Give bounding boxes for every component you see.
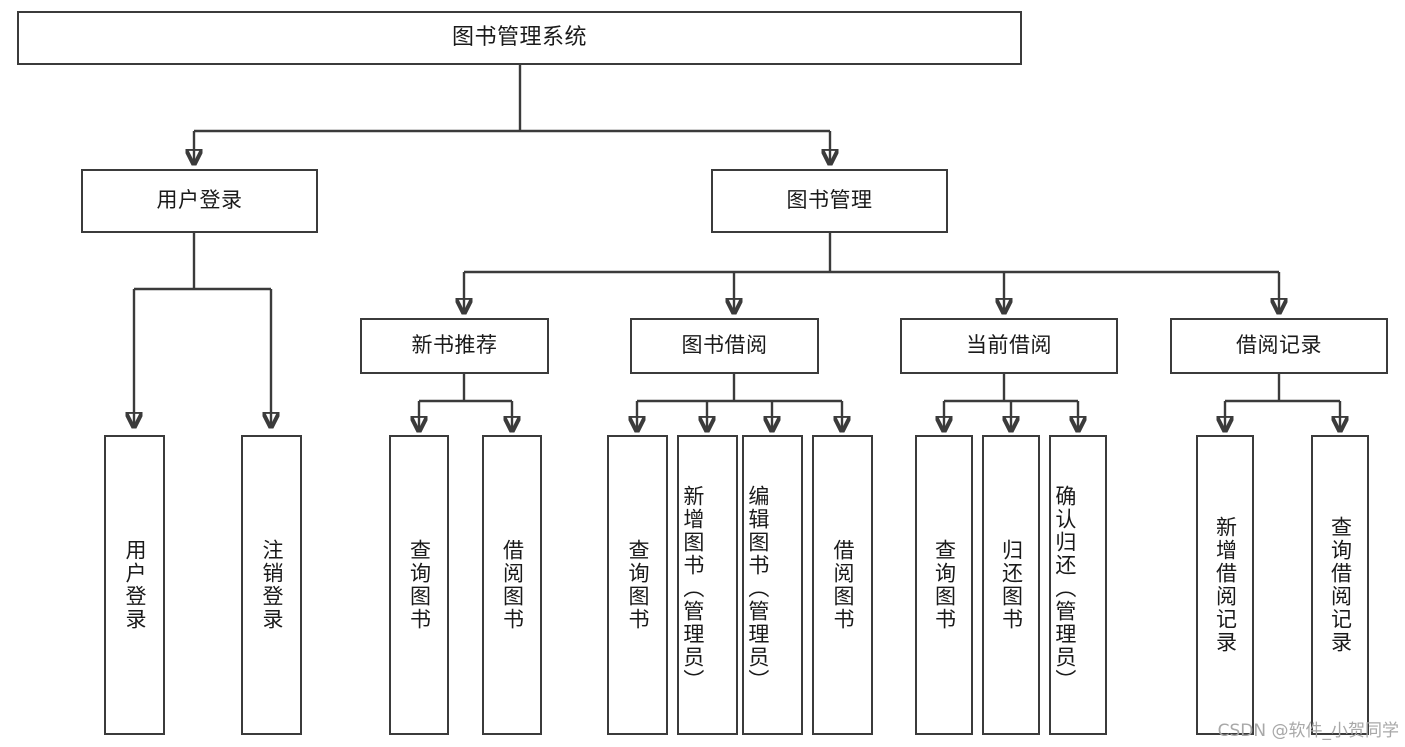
node-label: 查询图书 [932, 539, 957, 631]
leaf-user-login-logout[interactable]: 注销登录 [241, 435, 302, 735]
node-label: 当前借阅 [966, 333, 1052, 358]
node-current-borrowing[interactable]: 当前借阅 [900, 318, 1118, 374]
leaf-current-borrow-query-book[interactable]: 查询图书 [915, 435, 973, 735]
node-label: 归还图书 [999, 539, 1024, 631]
node-label: 图书管理系统 [451, 24, 587, 50]
leaf-borrow-record-add-record[interactable]: 新增借阅记录 [1196, 435, 1254, 735]
node-label: 用户登录 [122, 539, 147, 631]
node-label: 查询图书 [625, 539, 650, 631]
node-label: 用户登录 [156, 188, 243, 213]
node-root-book-management-system[interactable]: 图书管理系统 [17, 11, 1022, 65]
node-label: 注销登录 [259, 539, 284, 631]
node-new-book-recommendation[interactable]: 新书推荐 [360, 318, 549, 374]
node-user-login[interactable]: 用户登录 [81, 169, 318, 233]
node-book-borrowing[interactable]: 图书借阅 [630, 318, 819, 374]
leaf-book-borrow-borrow-book[interactable]: 借阅图书 [812, 435, 873, 735]
leaf-book-borrow-edit-book-admin[interactable]: 编辑图书（管理员） [742, 435, 803, 735]
node-book-management[interactable]: 图书管理 [711, 169, 948, 233]
watermark: CSDN @软件_小贺同学 [1217, 721, 1399, 741]
node-label: 图书借阅 [681, 333, 768, 358]
node-label: 图书管理 [786, 188, 873, 213]
leaf-book-borrow-add-book-admin[interactable]: 新增图书（管理员） [677, 435, 738, 735]
node-label: 借阅图书 [500, 539, 525, 631]
leaf-new-book-borrow-book[interactable]: 借阅图书 [482, 435, 542, 735]
node-borrowing-record[interactable]: 借阅记录 [1170, 318, 1388, 374]
node-label: 查询借阅记录 [1328, 516, 1353, 654]
node-label: 编辑图书（管理员） [745, 484, 770, 692]
leaf-user-login-login[interactable]: 用户登录 [104, 435, 165, 735]
node-label: 确认归还（管理员） [1052, 484, 1077, 692]
leaf-current-borrow-return-book[interactable]: 归还图书 [982, 435, 1040, 735]
leaf-borrow-record-query-record[interactable]: 查询借阅记录 [1311, 435, 1369, 735]
node-label: 新书推荐 [411, 333, 498, 358]
node-label: 借阅图书 [830, 539, 855, 631]
leaf-current-borrow-confirm-return-admin[interactable]: 确认归还（管理员） [1049, 435, 1107, 735]
node-label: 新增借阅记录 [1213, 516, 1238, 654]
node-label: 查询图书 [407, 539, 432, 631]
leaf-book-borrow-query-book[interactable]: 查询图书 [607, 435, 668, 735]
leaf-new-book-query-book[interactable]: 查询图书 [389, 435, 449, 735]
node-label: 新增图书（管理员） [680, 484, 705, 692]
node-label: 借阅记录 [1236, 333, 1322, 358]
